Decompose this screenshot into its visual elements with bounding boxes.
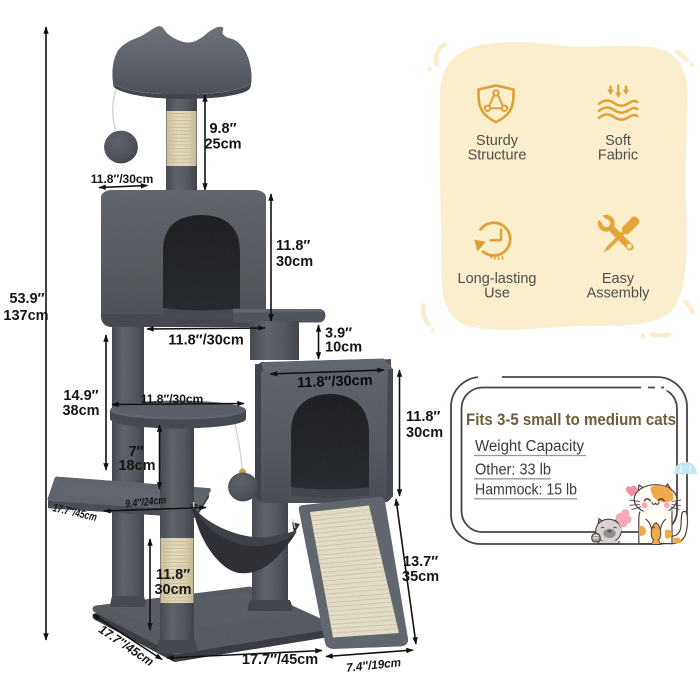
svg-text:30cm: 30cm — [154, 582, 191, 598]
svg-text:7″: 7″ — [128, 444, 143, 460]
svg-text:38cm: 38cm — [62, 403, 99, 419]
svg-text:17.7″/45cm: 17.7″/45cm — [242, 652, 318, 668]
svg-text:Assembly: Assembly — [587, 286, 651, 302]
svg-text:Structure: Structure — [468, 148, 527, 164]
svg-text:11.8″/30cm: 11.8″/30cm — [91, 172, 153, 186]
svg-text:Use: Use — [484, 286, 510, 302]
svg-text:9.4″/24cm: 9.4″/24cm — [125, 494, 167, 510]
svg-text:25cm: 25cm — [204, 137, 241, 153]
svg-text:3.9″: 3.9″ — [325, 326, 352, 342]
svg-text:Easy: Easy — [602, 271, 635, 287]
svg-text:14.9″: 14.9″ — [63, 388, 98, 404]
svg-text:Soft: Soft — [605, 133, 631, 149]
svg-text:9.8″: 9.8″ — [209, 121, 236, 137]
svg-text:10cm: 10cm — [325, 340, 362, 356]
svg-text:11.8″: 11.8″ — [406, 409, 440, 425]
svg-text:11.8″/30cm: 11.8″/30cm — [141, 392, 203, 406]
svg-text:30cm: 30cm — [406, 425, 443, 441]
svg-text:Fits 3-5 small to medium cats: Fits 3-5 small to medium cats — [466, 411, 676, 429]
svg-text:Long-lasting: Long-lasting — [458, 271, 537, 287]
svg-text:11.8″/30cm: 11.8″/30cm — [297, 373, 373, 392]
svg-text:7.4″/19cm: 7.4″/19cm — [346, 655, 402, 675]
svg-text:13.7″: 13.7″ — [403, 554, 438, 570]
svg-text:35cm: 35cm — [402, 569, 439, 585]
svg-text:30cm: 30cm — [276, 254, 313, 270]
svg-text:Other: 33 lb: Other: 33 lb — [475, 462, 551, 479]
svg-text:53.9″: 53.9″ — [9, 291, 44, 307]
svg-text:11.8″: 11.8″ — [156, 567, 190, 583]
svg-text:137cm: 137cm — [3, 308, 48, 324]
svg-text:Hammock: 15 lb: Hammock: 15 lb — [475, 482, 577, 499]
svg-text:18cm: 18cm — [118, 458, 155, 474]
svg-text:Fabric: Fabric — [598, 148, 638, 164]
svg-text:Sturdy: Sturdy — [476, 133, 519, 149]
svg-text:11.8″: 11.8″ — [276, 238, 310, 254]
svg-text:11.8″/30cm: 11.8″/30cm — [168, 333, 243, 349]
svg-text:Weight Capacity: Weight Capacity — [475, 438, 584, 455]
